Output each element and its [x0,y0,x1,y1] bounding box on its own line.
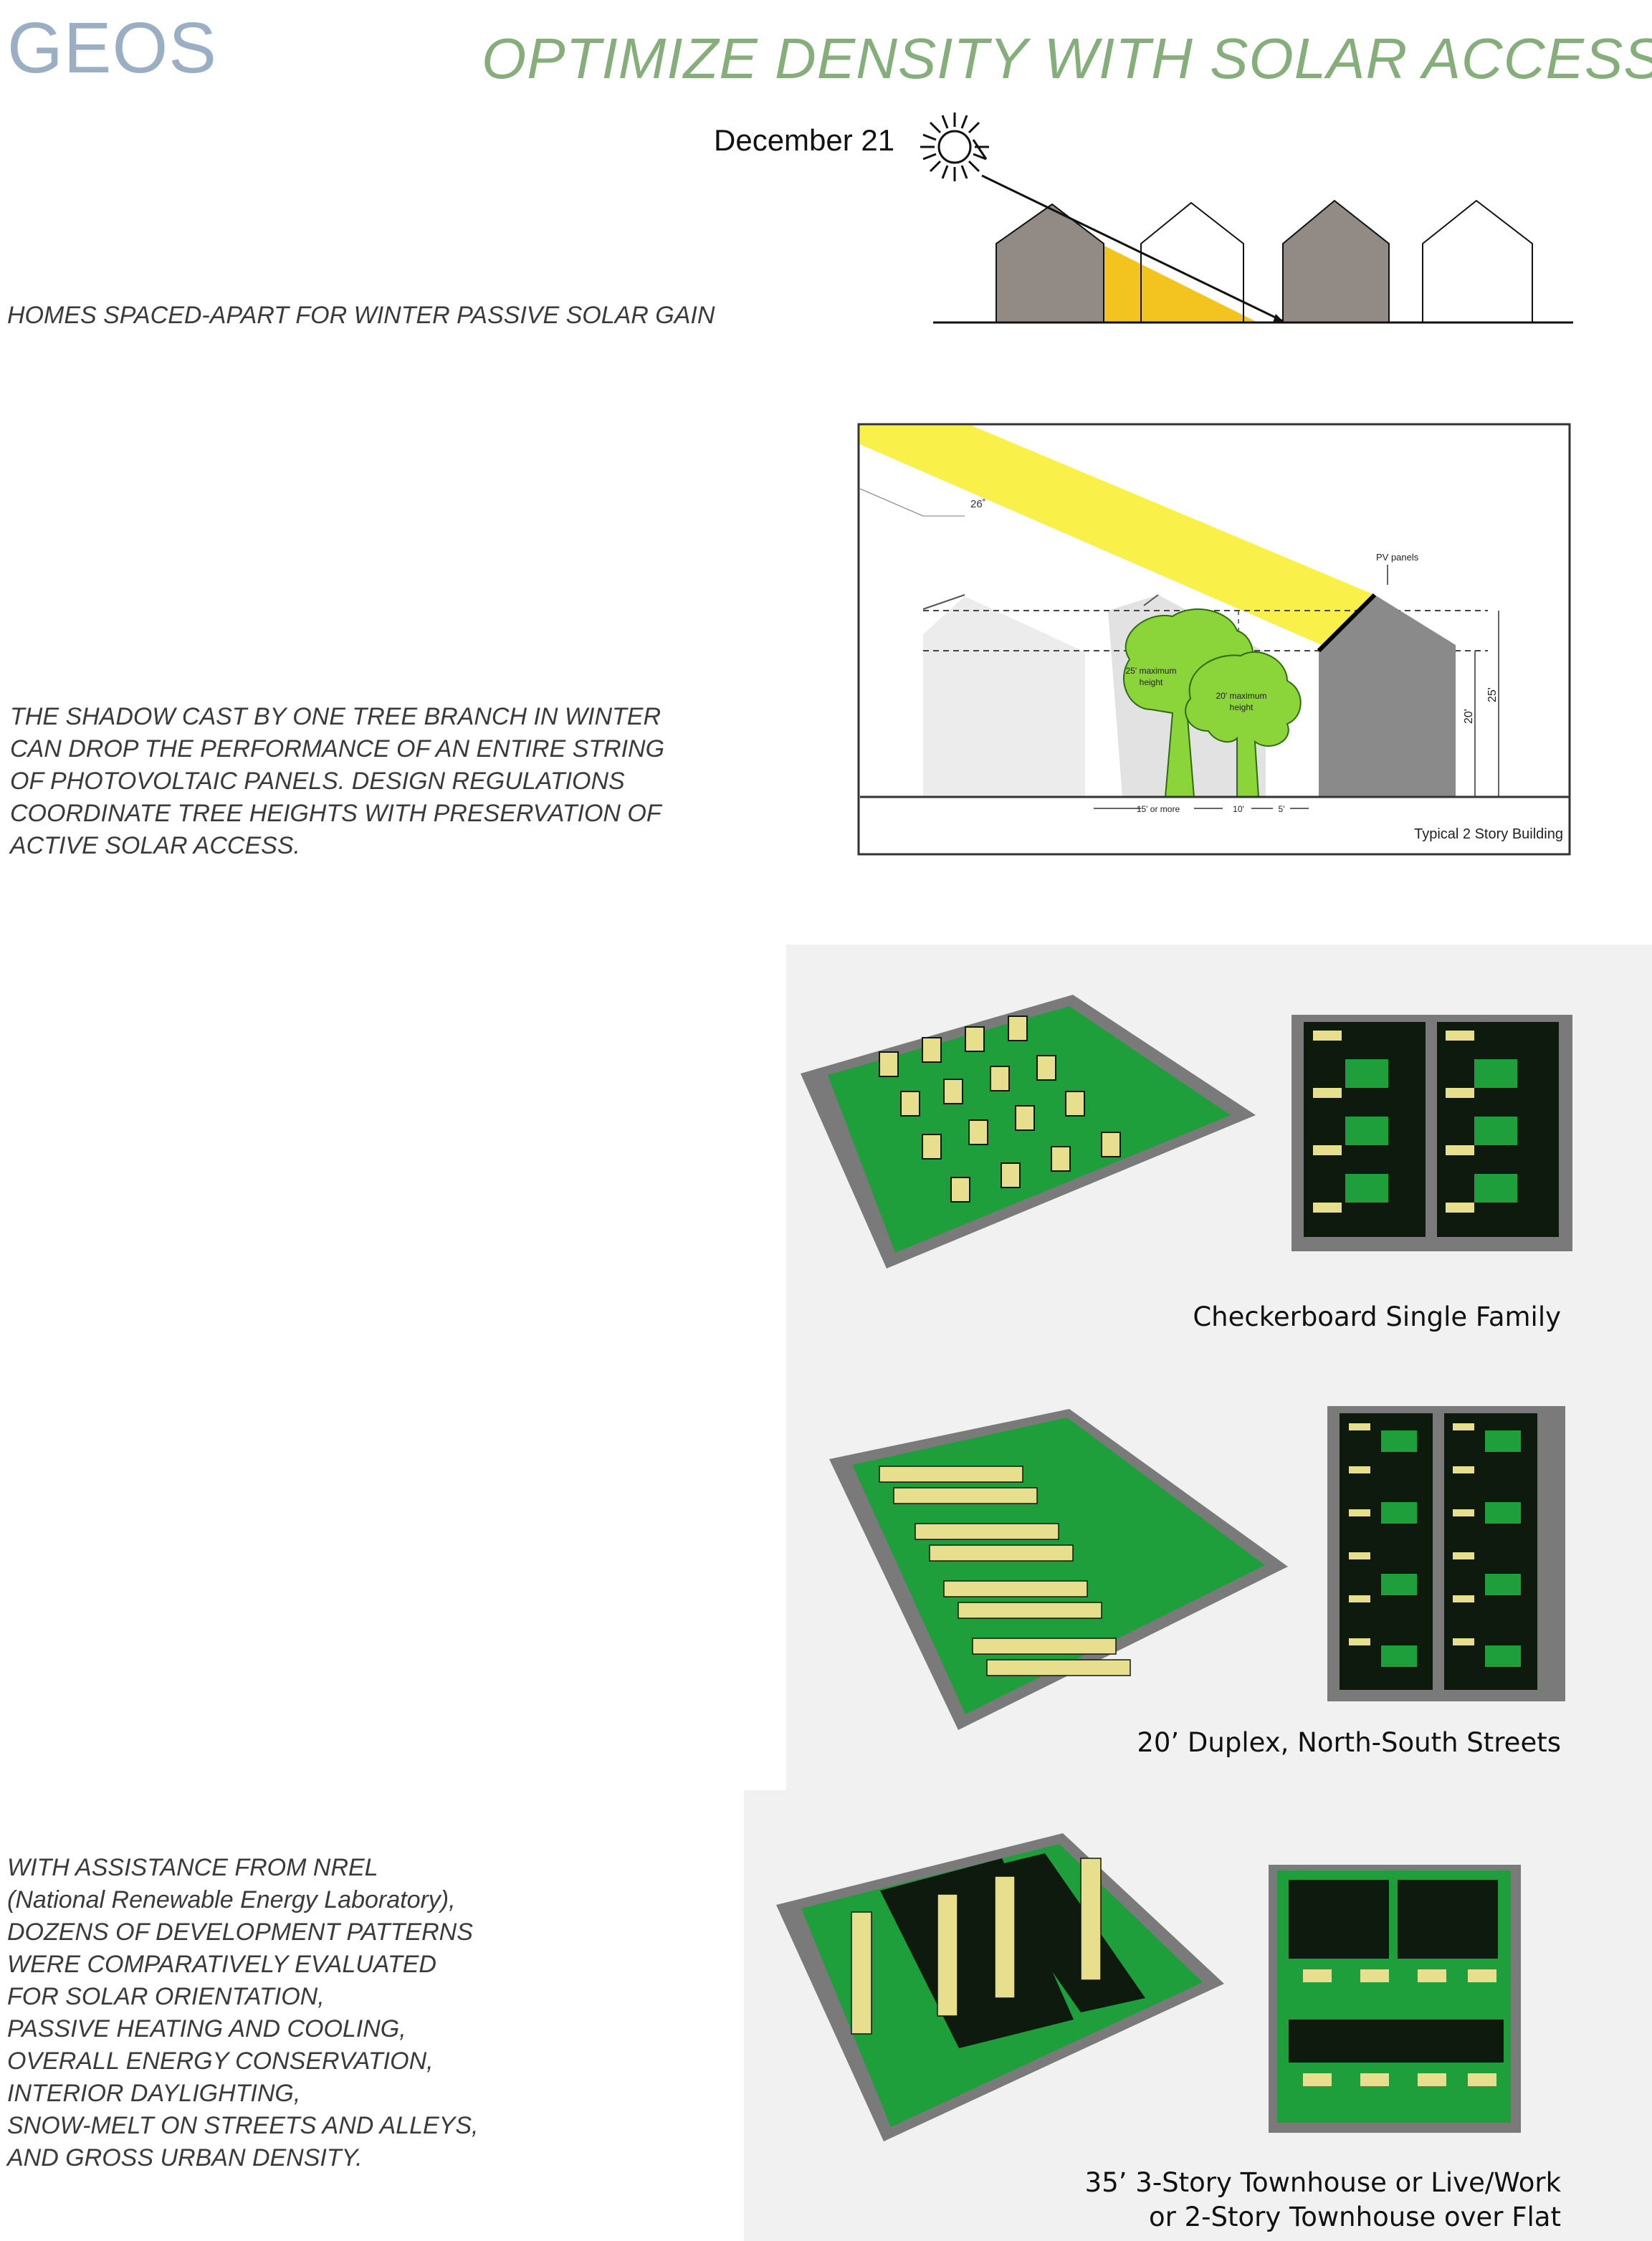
angle-label: 26˚ [970,498,986,510]
tree1-label-line2: height [1140,677,1163,687]
sun-ray-band [860,426,1375,645]
pattern-panel-checkerboard: Checkerboard Single Family [786,945,1652,1366]
winter-sun-diagram: December 21 [714,113,1573,324]
typical-building-label: Typical 2 Story Building [1414,826,1563,842]
pattern-panel-duplex: 20’ Duplex, North-South Streets [786,1366,1652,1790]
townhouse-plan-view [1269,1865,1521,2133]
pattern-label-townhouse: 35’ 3-Story Townhouse or Live/Work or 2-… [1084,2167,1561,2232]
pattern-label-checkerboard: Checkerboard Single Family [1193,1301,1561,1332]
checkerboard-3d-view [801,995,1256,1268]
dim-5ft: 5' [1279,804,1285,814]
tree-height-diagram: 26˚ 25' maximum height 20' maximum heigh… [857,423,1571,856]
duplex-plan-view [1327,1406,1565,1701]
page-title: OPTIMIZE DENSITY WITH SOLAR ACCESS [482,27,1652,90]
pattern-panel-townhouse: 35’ 3-Story Townhouse or Live/Work or 2-… [744,1790,1652,2241]
house-3-dark [1282,199,1390,323]
tree2-label-line2: height [1230,702,1254,712]
dim-15ft: 15' or more [1137,804,1180,814]
tree1-label-line1: 25' maximum [1126,666,1177,676]
house-4-light [1422,199,1533,323]
dim-10ft: 10' [1233,804,1244,814]
checkerboard-plan-view [1291,1015,1572,1251]
dim-20ft: 20' [1463,709,1475,724]
townhouse-3d-view [776,1833,1224,2141]
caption-nrel-evaluation: WITH ASSISTANCE FROM NREL (National Rene… [7,1854,479,2171]
ghost-building-1 [923,596,1085,797]
dim-25ft: 25' [1486,687,1499,702]
december-21-label: December 21 [714,123,894,157]
caption-tree-shadow: THE SHADOW CAST BY ONE TREE BRANCH IN WI… [10,703,665,859]
pv-panels-label: PV panels [1376,552,1419,563]
house-1-dark [996,203,1104,323]
sun-ray-line [981,174,1284,322]
tree2-label-line1: 20' maximum [1216,691,1267,701]
typical-building [1319,595,1456,797]
geos-logo: GEOS [7,8,217,88]
caption-winter-solar-gain: HOMES SPACED-APART FOR WINTER PASSIVE SO… [7,302,715,329]
duplex-3d-view [829,1409,1288,1730]
sun-icon [920,113,989,181]
tree-20ft [1185,651,1302,798]
pattern-label-duplex: 20’ Duplex, North-South Streets [1137,1727,1561,1758]
pv-panel [1317,593,1377,653]
